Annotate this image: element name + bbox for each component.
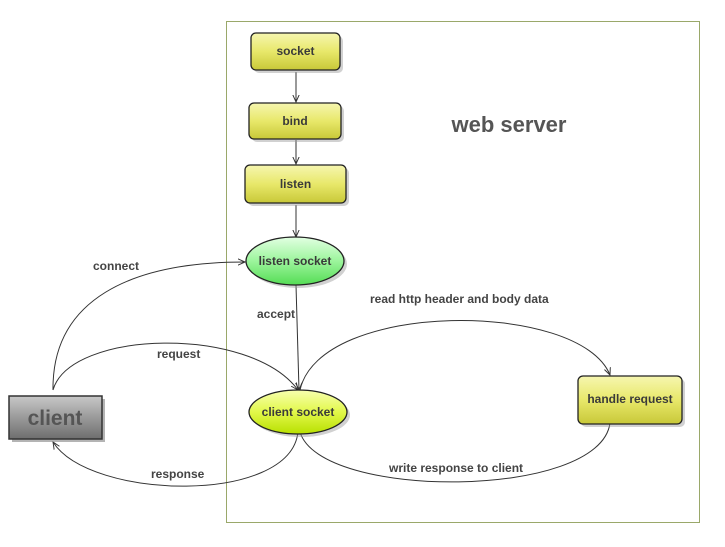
label-connect: connect [93,259,139,273]
node-client-label: client [28,407,83,430]
node-client-socket: client socket [248,389,350,437]
node-bind-label: bind [282,114,307,128]
node-handle-request: handle request [577,375,685,427]
edge-connect [52,262,245,391]
label-read: read http header and body data [370,292,549,306]
edge-read [299,319,610,391]
label-request: request [157,347,200,361]
edge-accept [296,284,299,390]
label-accept: accept [257,307,295,321]
node-socket: socket [250,32,343,73]
node-client-socket-label: client socket [262,405,335,419]
node-socket-label: socket [276,44,314,58]
node-client: client [8,395,105,442]
node-handle-request-label: handle request [587,392,672,406]
node-listen-socket: listen socket [245,236,347,288]
web-server-boundary [226,21,700,523]
node-listen-socket-label: listen socket [259,254,332,268]
edge-response [53,431,299,487]
edges [52,72,611,487]
node-listen: listen [244,164,349,206]
edge-request [52,342,298,390]
label-response: response [151,467,205,481]
label-write: write response to client [388,461,523,475]
node-listen-label: listen [280,177,311,191]
web-server-label: web server [451,112,567,137]
node-bind: bind [248,102,344,142]
edge-write [299,422,611,483]
